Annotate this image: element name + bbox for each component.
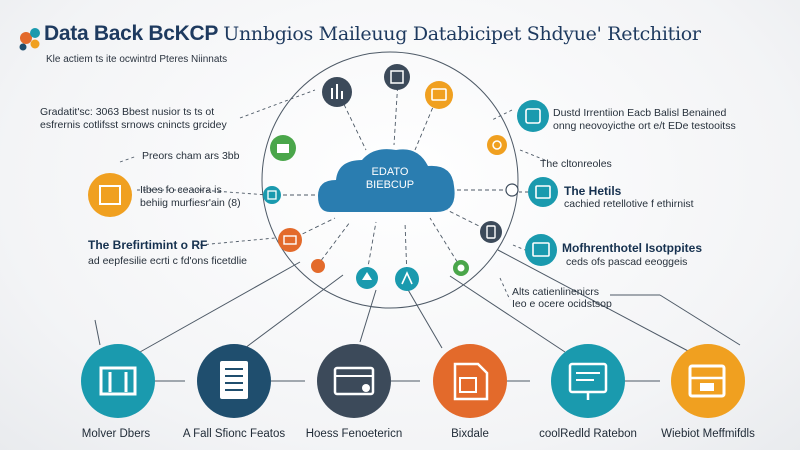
- node-ring-1[interactable]: [322, 77, 352, 107]
- monitor-chart-icon[interactable]: [551, 344, 625, 418]
- bottom-connectors: [94, 249, 741, 382]
- note-left-top-1: Gradatit'sc: 3063 Bbest nusior ts ts ot: [40, 106, 215, 118]
- building-icon[interactable]: [81, 344, 155, 418]
- printer-stack-icon[interactable]: [671, 344, 745, 418]
- note-right-bottom-1: Alts catienlinenicrs: [512, 286, 599, 298]
- node-ring-8[interactable]: [278, 228, 302, 252]
- document-list-icon[interactable]: [197, 344, 271, 418]
- node-ring-9[interactable]: [480, 221, 502, 243]
- backup-cloud: [318, 149, 455, 212]
- node-ring-7[interactable]: [505, 183, 519, 197]
- folder-open-icon[interactable]: [317, 344, 391, 418]
- note-left-low-head: The Brefirtimint o RF: [88, 238, 208, 252]
- right-top-icon[interactable]: [517, 100, 549, 132]
- note-right-low-head: Mofhrenthotel Isotppites: [562, 241, 702, 255]
- note-right-top-2: onng neovoyicthe ort e/t EDe testooitss: [553, 120, 736, 132]
- note-right-box-sub: cachied retellotive f ethirnist: [564, 198, 694, 210]
- file-folder-icon[interactable]: [433, 344, 507, 418]
- note-left-box-1: Itbes fo ceacira is: [140, 184, 222, 196]
- bottom-label-3: Hoess Fenoetericn: [305, 428, 403, 440]
- orbit-ring: [261, 51, 519, 309]
- gear-cluster-icon: [19, 28, 40, 51]
- note-left-low-sub: ad eepfesilie ecrti c fd'ons ficetdlie: [88, 255, 248, 267]
- note-right-mid: The cltonreoles: [540, 158, 612, 170]
- bottom-label-1: Molver Dbers: [81, 428, 151, 440]
- bottom-label-4: Bixdale: [451, 428, 489, 440]
- page-title: Data Back BcKCP Unnbgios Maileuug Databi…: [44, 22, 701, 45]
- node-ring-2[interactable]: [384, 64, 410, 90]
- node-ring-12[interactable]: [395, 267, 419, 291]
- right-low-icon[interactable]: [525, 234, 557, 266]
- bottom-label-6: Wiebiot Meffmifdls: [661, 428, 755, 440]
- note-left-top-2: esfrernis cotlifsst srnows cnincts grcid…: [40, 119, 227, 131]
- leaders: [119, 89, 546, 301]
- left-icon-box[interactable]: [88, 173, 132, 217]
- node-ring-5[interactable]: [487, 135, 507, 155]
- page-subtitle: Kle actiem ts ite ocwintrd Pteres Niinna…: [46, 54, 228, 65]
- node-ring-4[interactable]: [270, 135, 296, 161]
- note-right-bottom-2: Ieo e ocere ocidstsop: [512, 298, 612, 310]
- note-right-top-1: Dustd Irrentiion Eacb Balisl Benained: [553, 107, 727, 119]
- note-left-mid: Preors cham ars 3bb: [142, 150, 240, 162]
- note-right-low-sub: ceds ofs pascad eeoggeis: [566, 256, 688, 268]
- node-ring-6[interactable]: [263, 186, 281, 204]
- note-left-box-2: behiig murfiesr'ain (8): [140, 197, 241, 209]
- node-ring-13[interactable]: [453, 260, 469, 276]
- bottom-label-2: A Fall Sfionc Featos: [182, 428, 286, 440]
- note-right-box-head: The Hetils: [564, 184, 622, 198]
- right-mid-icon[interactable]: [528, 177, 558, 207]
- node-ring-10[interactable]: [311, 259, 325, 273]
- bottom-label-5: coolRedld Ratebon: [539, 428, 637, 440]
- node-ring-11[interactable]: [356, 267, 378, 289]
- node-ring-3[interactable]: [425, 81, 453, 109]
